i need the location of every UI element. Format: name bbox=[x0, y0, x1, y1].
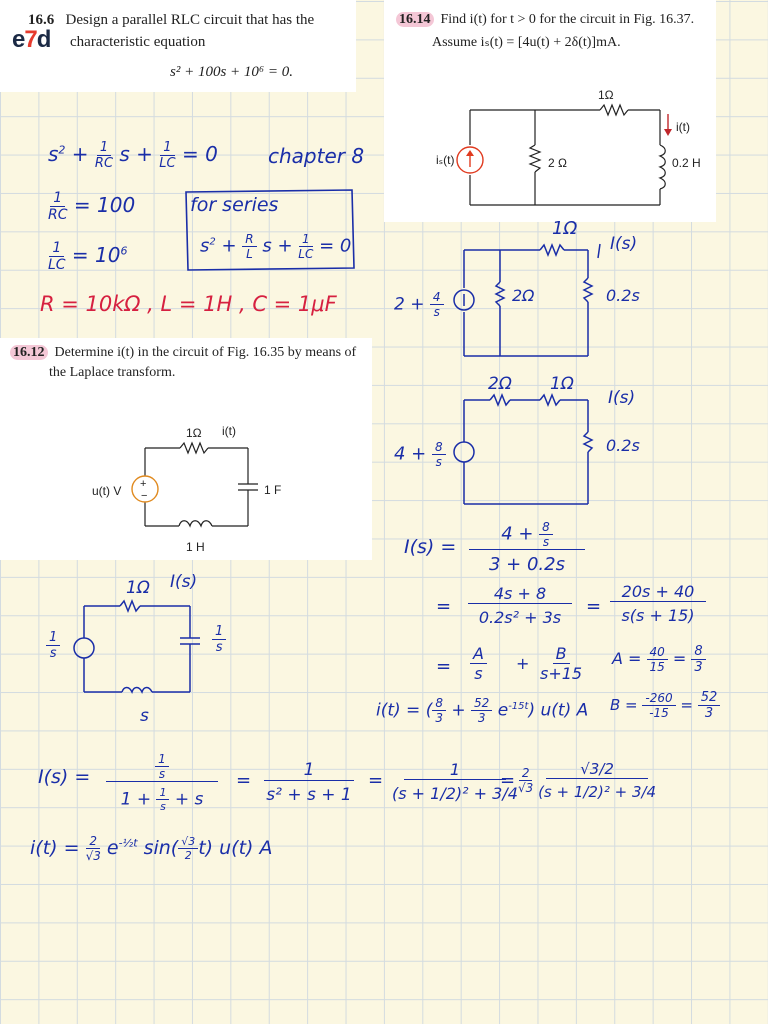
c-minus: − bbox=[141, 490, 148, 502]
pf-plus: + bbox=[516, 654, 530, 673]
pf-eq: = bbox=[436, 656, 452, 677]
current-label: i(t) bbox=[222, 424, 236, 438]
c2-l-label: 0.2s bbox=[606, 436, 640, 455]
c-plus: + bbox=[140, 478, 147, 490]
source-label: u(t) V bbox=[92, 484, 122, 498]
circuit-sdomain-1 bbox=[453, 242, 601, 357]
c3-l-label: s bbox=[140, 706, 149, 726]
is2-eq3: = bbox=[368, 770, 384, 791]
inductor-label: 1 H bbox=[186, 540, 205, 554]
problem-16-14-line1: 16.14 Find i(t) for t > 0 for the circui… bbox=[396, 12, 694, 28]
circuit-16-37 bbox=[456, 103, 672, 206]
series-note-border bbox=[185, 189, 355, 271]
c1-r2-label: 2Ω bbox=[512, 286, 535, 305]
problem-number: 16.6 bbox=[28, 12, 55, 28]
c1-l-label: 0.2s bbox=[606, 286, 640, 305]
problem-16-14-box bbox=[384, 0, 716, 222]
brand-logo: e7d bbox=[12, 26, 51, 53]
capacitor-label: 1 F bbox=[264, 483, 282, 497]
is-label: I(s) = bbox=[404, 536, 457, 558]
c2-r2-label: 1Ω bbox=[550, 374, 574, 394]
inductor-label: 0.2 H bbox=[672, 156, 701, 170]
c1-r-label: 1Ω bbox=[552, 218, 578, 239]
problem-16-14-line2: Assume iₛ(t) = [4u(t) + 2δ(t)]mA. bbox=[432, 35, 621, 50]
r1-label: 1Ω bbox=[598, 88, 614, 102]
series-title: for series bbox=[190, 194, 279, 216]
problem-number: 16.14 bbox=[396, 12, 434, 27]
circuit-sdomain-2 bbox=[453, 392, 594, 505]
chapter-note: chapter 8 bbox=[268, 144, 365, 168]
is2-eq4: = bbox=[500, 770, 516, 791]
is2-label: I(s) = bbox=[38, 766, 91, 788]
r-label: 1Ω bbox=[186, 426, 202, 440]
source-label: iₛ(t) bbox=[436, 153, 455, 167]
circuit-sdomain-3 bbox=[73, 598, 200, 694]
is2-d: 2√3 √3/2(s + 1/2)² + 3/4 bbox=[518, 760, 657, 801]
c3-r-label: 1Ω bbox=[126, 578, 150, 598]
problem-16-6-box bbox=[0, 0, 356, 92]
answer-16-6: R = 10kΩ , L = 1H , C = 1μF bbox=[40, 292, 337, 316]
problem-number: 16.12 bbox=[10, 345, 48, 360]
problem-16-6-line1: 16.6 Design a parallel RLC circuit that … bbox=[28, 12, 315, 28]
current-label: i(t) bbox=[676, 120, 690, 134]
problem-16-12-line1: 16.12 Determine i(t) in the circuit of F… bbox=[10, 345, 356, 361]
c1-i-label: I(s) bbox=[610, 234, 638, 254]
is-eq2: = bbox=[436, 596, 452, 617]
problem-16-12-line2: the Laplace transform. bbox=[49, 365, 176, 380]
c2-r1-label: 2Ω bbox=[488, 374, 512, 394]
r2-label: 2 Ω bbox=[548, 156, 567, 170]
is2-eq2: = bbox=[236, 770, 252, 791]
c3-i-label: I(s) bbox=[170, 572, 198, 592]
c2-i-label: I(s) bbox=[608, 388, 636, 408]
characteristic-equation: s² + 100s + 10⁶ = 0. bbox=[170, 64, 294, 80]
is2-c: 1(s + 1/2)² + 3/4 bbox=[392, 760, 518, 803]
circuit-16-35 bbox=[131, 441, 258, 528]
problem-16-6-line2: characteristic equation bbox=[70, 34, 206, 50]
is-eq3: = bbox=[586, 596, 602, 617]
